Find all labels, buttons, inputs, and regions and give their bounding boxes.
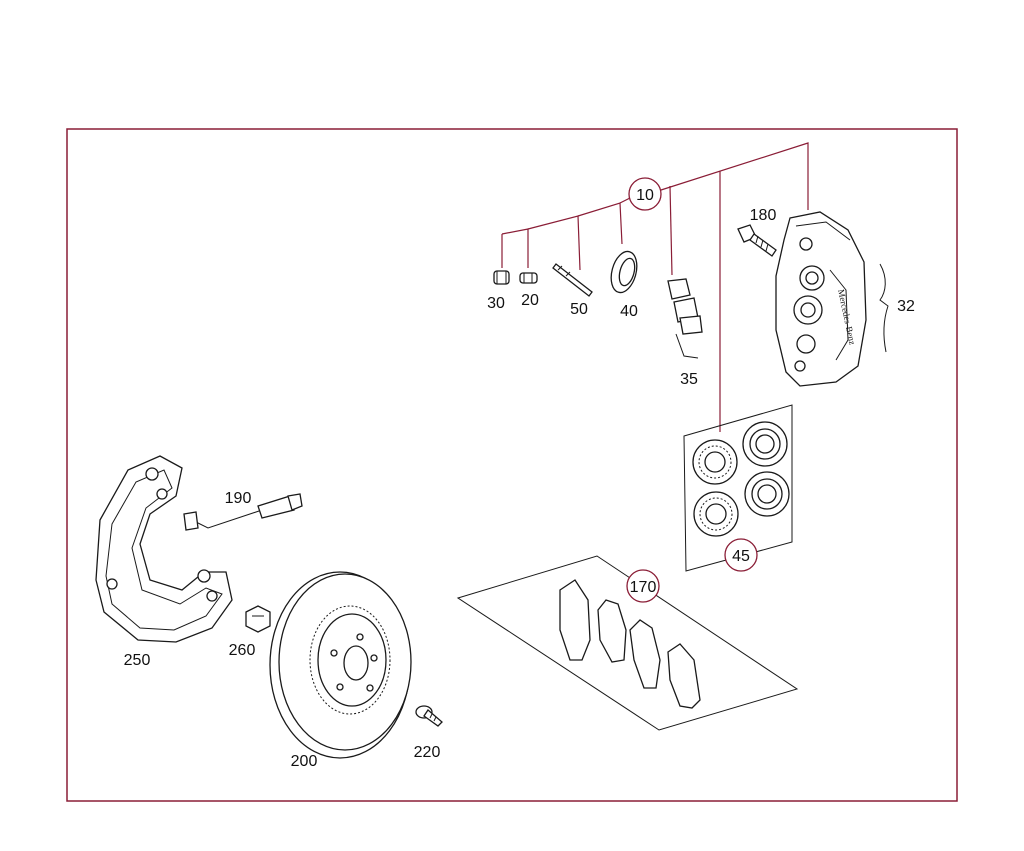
callout-180[interactable]: 180 <box>750 207 777 224</box>
part-220-screw <box>415 705 443 727</box>
piston-boot <box>744 471 790 517</box>
part-30-bushing <box>493 270 510 285</box>
part-200-brake-disc <box>269 571 412 759</box>
callout-40-number: 40 <box>620 303 638 320</box>
part-32-spring-wire <box>879 263 889 353</box>
callout-170-number: 170 <box>630 579 657 596</box>
callout-32-number: 32 <box>897 298 915 315</box>
callout-10-number: 10 <box>636 187 654 204</box>
callout-260[interactable]: 260 <box>229 642 256 659</box>
callout-35[interactable]: 35 <box>680 371 698 388</box>
callout-220-number: 220 <box>414 744 441 761</box>
callout-45[interactable]: 45 <box>724 538 758 572</box>
diagram-frame <box>66 128 958 802</box>
callout-32[interactable]: 32 <box>897 298 915 315</box>
callout-250-number: 250 <box>124 652 151 669</box>
callout-45-number: 45 <box>732 548 750 565</box>
callout-250[interactable]: 250 <box>124 652 151 669</box>
callout-10[interactable]: 10 <box>628 177 662 211</box>
callout-260-number: 260 <box>229 642 256 659</box>
group-10-leaders <box>501 142 809 432</box>
callout-30-number: 30 <box>487 295 505 312</box>
brake-pad-backing <box>667 643 701 709</box>
brake-caliper: Mercedes-Benz <box>775 211 867 387</box>
part-260-bolt <box>245 605 271 633</box>
callout-35-number: 35 <box>680 371 698 388</box>
brake-pad <box>597 599 627 663</box>
kit-45-seals <box>683 404 793 572</box>
part-20-bushing <box>519 272 538 284</box>
part-190-wear-sensor <box>183 493 303 531</box>
part-40-seal <box>610 250 638 294</box>
callout-200[interactable]: 200 <box>291 753 318 770</box>
callout-20[interactable]: 20 <box>521 292 539 309</box>
part-50-guide-pin <box>552 263 593 297</box>
callout-50-number: 50 <box>570 301 588 318</box>
part-35-clips <box>667 278 703 359</box>
callout-190-number: 190 <box>225 490 252 507</box>
part-250-splash-shield <box>95 455 233 643</box>
callout-20-number: 20 <box>521 292 539 309</box>
callout-170[interactable]: 170 <box>626 569 660 603</box>
callout-180-number: 180 <box>750 207 777 224</box>
seal-ring <box>692 439 738 485</box>
brake-pad <box>629 619 661 689</box>
kit-170-brake-pads <box>456 555 799 731</box>
callout-190[interactable]: 190 <box>225 490 252 507</box>
callout-30[interactable]: 30 <box>487 295 505 312</box>
callout-200-number: 200 <box>291 753 318 770</box>
seal-ring <box>693 491 739 537</box>
part-180-bolt <box>737 224 777 257</box>
brake-pad-backing <box>559 579 591 661</box>
piston-boot <box>742 421 788 467</box>
callout-40[interactable]: 40 <box>620 303 638 320</box>
callout-50[interactable]: 50 <box>570 301 588 318</box>
callout-220[interactable]: 220 <box>414 744 441 761</box>
